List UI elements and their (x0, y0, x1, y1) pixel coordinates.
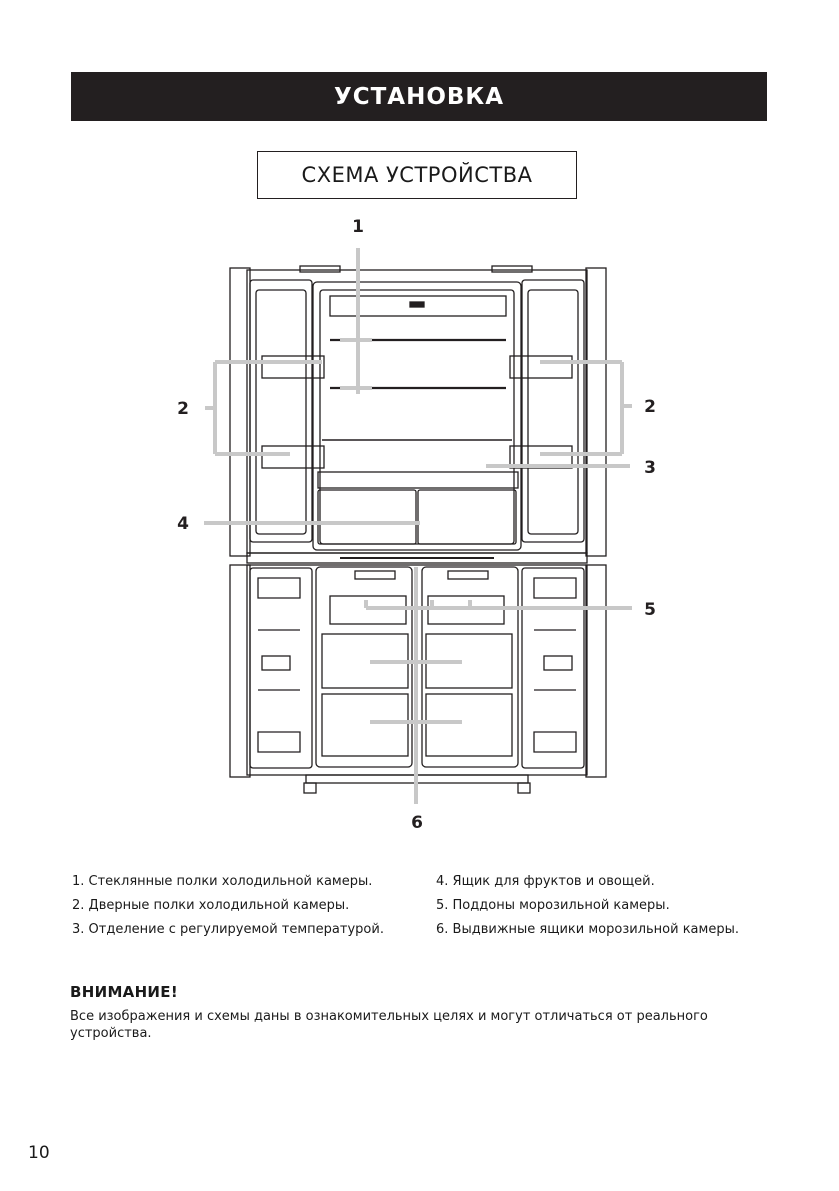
notice-title: ВНИМАНИЕ! (70, 983, 178, 1001)
notice-text: Все изображения и схемы даны в ознакомит… (70, 1009, 708, 1041)
section-title-box: СХЕМА УСТРОЙСТВА (257, 151, 577, 199)
callout-2-right: 2 (644, 397, 656, 417)
callout-5: 5 (644, 600, 656, 620)
legend-item: 3. Отделение с регулируемой температурой… (72, 922, 384, 937)
callout-6: 6 (411, 813, 423, 833)
legend-item: 2. Дверные полки холодильной камеры. (72, 898, 350, 913)
section-title: СХЕМА УСТРОЙСТВА (301, 163, 533, 187)
callout-2-left: 2 (177, 399, 189, 419)
page-number: 10 (28, 1143, 50, 1163)
page-header-title: УСТАНОВКА (333, 83, 505, 110)
page-header-banner: УСТАНОВКА (71, 72, 767, 121)
legend-item: 5. Поддоны морозильной камеры. (436, 898, 670, 913)
legend-item: 6. Выдвижные ящики морозильной камеры. (436, 922, 739, 937)
callout-lines (204, 248, 632, 804)
callout-4: 4 (177, 514, 189, 534)
legend-right-column: 4. Ящик для фруктов и овощей. 5. Поддоны… (436, 870, 739, 942)
callout-1: 1 (352, 217, 364, 237)
legend-item: 4. Ящик для фруктов и овощей. (436, 874, 655, 889)
callout-3: 3 (644, 458, 656, 478)
legend-item: 1. Стеклянные полки холодильной камеры. (72, 874, 373, 889)
legend-left-column: 1. Стеклянные полки холодильной камеры. … (72, 870, 384, 942)
